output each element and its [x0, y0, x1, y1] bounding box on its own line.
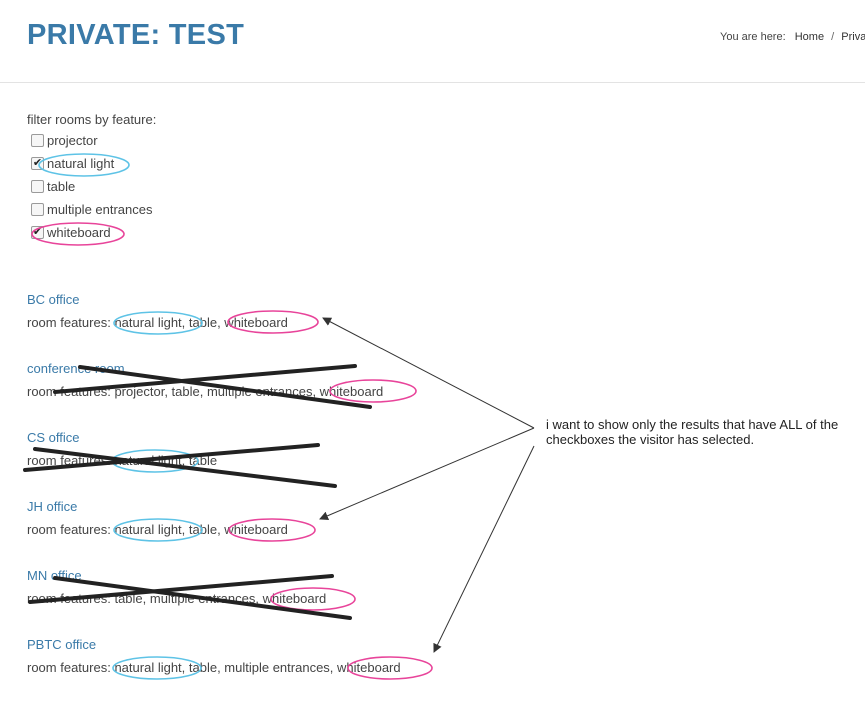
- breadcrumb: You are here: Home / Private: [720, 31, 865, 43]
- room-features: room features: projector, table, multipl…: [27, 384, 383, 399]
- table-checkbox[interactable]: [31, 180, 44, 193]
- room-result: PBTC office room features: natural light…: [27, 637, 401, 675]
- room-features-label: room features:: [27, 384, 111, 399]
- page-header: PRIVATE: TEST You are here: Home / Priva…: [0, 0, 865, 83]
- room-features: room features: natural light, table, whi…: [27, 315, 288, 330]
- projector-label: projector: [47, 133, 98, 148]
- whiteboard-label: whiteboard: [47, 225, 111, 240]
- arrow: [319, 427, 535, 521]
- filter-label: filter rooms by feature:: [27, 112, 157, 127]
- room-features-value: natural light, table, whiteboard: [114, 522, 288, 537]
- page-title: PRIVATE: TEST: [27, 19, 245, 51]
- breadcrumb-current: Private: [841, 31, 865, 43]
- room-result: MN office room features: table, multiple…: [27, 568, 326, 606]
- room-features-value: projector, table, multiple entrances, wh…: [114, 384, 384, 399]
- room-result: BC office room features: natural light, …: [27, 292, 288, 330]
- room-features-label: room features:: [27, 591, 111, 606]
- room-features: room features: natural light, table, mul…: [27, 660, 401, 675]
- room-features-value: natural light, table, multiple entrances…: [114, 660, 401, 675]
- room-result: conference room room features: projector…: [27, 361, 383, 399]
- room-features: room features: natural light, table, whi…: [27, 522, 288, 537]
- room-features-value: table, multiple entrances, whiteboard: [114, 591, 327, 606]
- natural-light-checkbox[interactable]: ✔: [31, 157, 44, 170]
- room-features: room features: natural light, table: [27, 453, 217, 468]
- room-title-link[interactable]: BC office: [27, 292, 80, 307]
- arrow: [433, 445, 535, 653]
- multiple-entrances-checkbox[interactable]: [31, 203, 44, 216]
- projector-checkbox[interactable]: [31, 134, 44, 147]
- room-features-label: room features:: [27, 660, 111, 675]
- whiteboard-checkbox[interactable]: ✔: [31, 226, 44, 239]
- breadcrumb-home-link[interactable]: Home: [794, 31, 825, 43]
- room-title-link[interactable]: conference room: [27, 361, 125, 376]
- breadcrumb-separator: /: [831, 31, 835, 43]
- room-title-link[interactable]: JH office: [27, 499, 78, 514]
- room-features-value: natural light, table: [114, 453, 218, 468]
- room-features-label: room features:: [27, 522, 111, 537]
- room-result: JH office room features: natural light, …: [27, 499, 288, 537]
- multiple-entrances-label: multiple entrances: [47, 202, 153, 217]
- room-title-link[interactable]: CS office: [27, 430, 80, 445]
- room-title-link[interactable]: MN office: [27, 568, 82, 583]
- natural-light-label: natural light: [47, 156, 115, 171]
- room-result: CS office room features: natural light, …: [27, 430, 217, 468]
- room-title-link[interactable]: PBTC office: [27, 637, 97, 652]
- room-features: room features: table, multiple entrances…: [27, 591, 326, 606]
- breadcrumb-prefix: You are here:: [720, 31, 786, 43]
- room-features-label: room features:: [27, 315, 111, 330]
- room-features-label: room features:: [27, 453, 111, 468]
- annotation-note: i want to show only the results that hav…: [546, 417, 839, 447]
- table-label: table: [47, 179, 76, 194]
- room-features-value: natural light, table, whiteboard: [114, 315, 288, 330]
